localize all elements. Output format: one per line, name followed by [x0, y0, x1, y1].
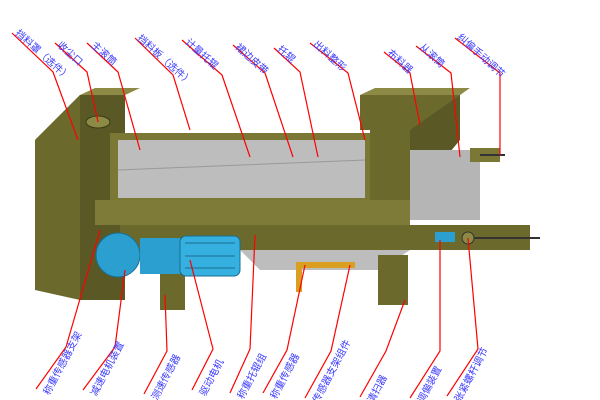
- left-housing-top: [80, 88, 140, 95]
- reducer-body: [140, 238, 180, 274]
- skirt-belt: [118, 140, 365, 198]
- belt-line: [117, 159, 366, 171]
- load-cell: [296, 262, 302, 292]
- return-belt: [240, 250, 410, 270]
- tail-belt: [410, 150, 480, 220]
- speed-sensor: [435, 232, 455, 242]
- weigh-bracket: [300, 262, 355, 268]
- left-housing-side: [35, 95, 80, 300]
- leader-lines: [11, 32, 501, 399]
- gear-reducer: [95, 232, 141, 278]
- side-beam: [95, 200, 410, 225]
- hopper-top: [360, 88, 470, 95]
- leg-right: [378, 255, 408, 305]
